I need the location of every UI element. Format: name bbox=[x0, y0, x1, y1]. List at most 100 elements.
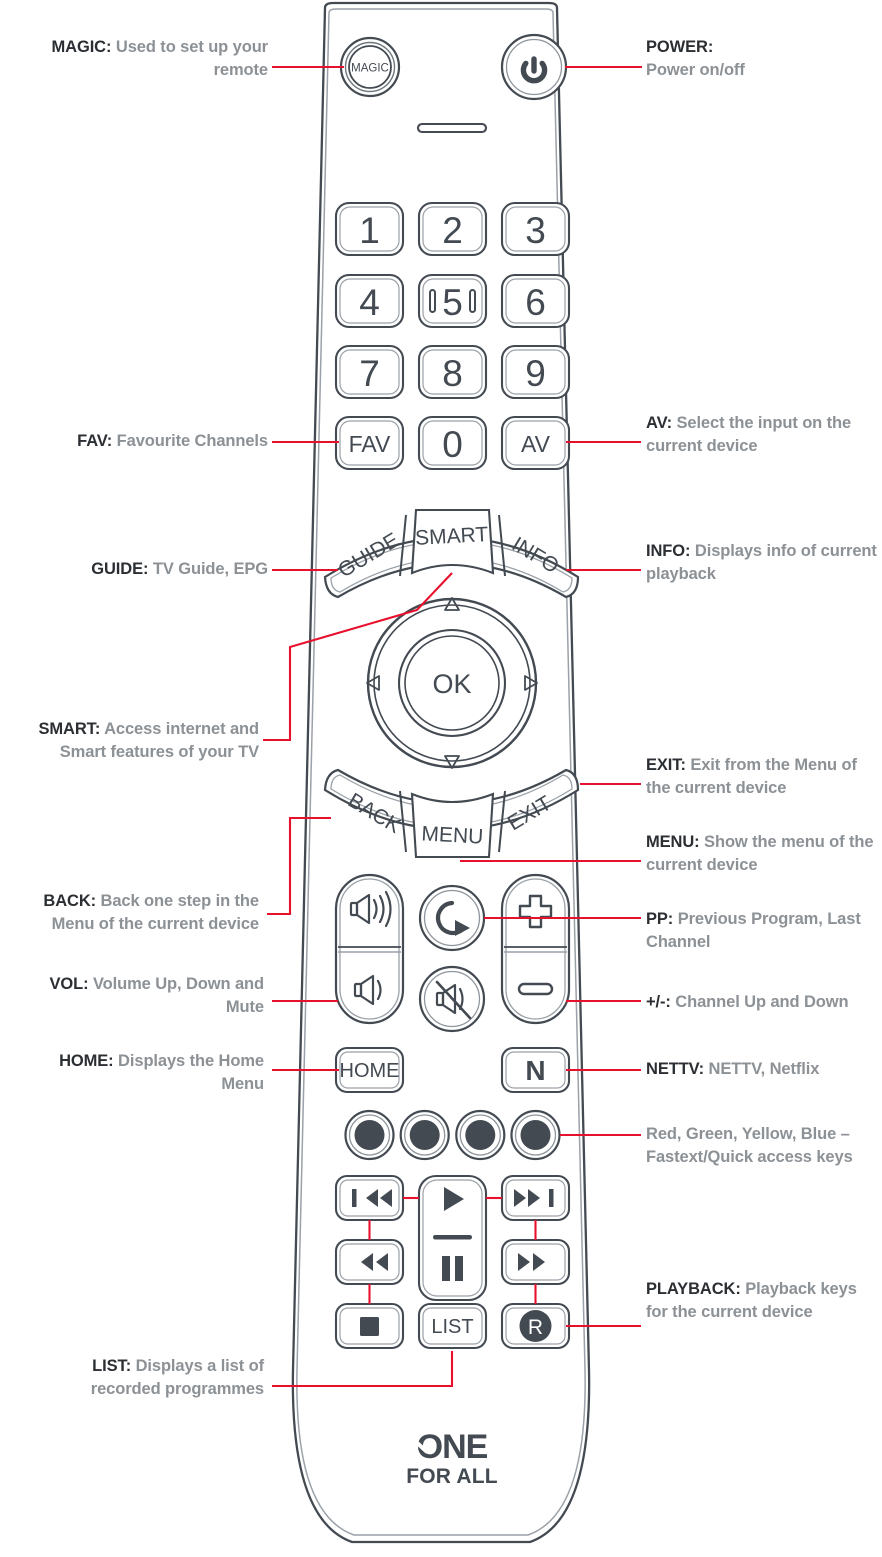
svg-text:3: 3 bbox=[525, 210, 546, 251]
leader-smart bbox=[263, 572, 453, 742]
dpad-up[interactable] bbox=[444, 597, 460, 611]
key-home[interactable]: HOME bbox=[334, 1046, 405, 1094]
prev-icon bbox=[352, 1189, 392, 1207]
key-rewind[interactable] bbox=[334, 1238, 405, 1286]
callout-magic-keyword: MAGIC: bbox=[51, 38, 112, 56]
fastforward-icon bbox=[518, 1253, 545, 1271]
key-1[interactable]: 1 bbox=[334, 201, 405, 257]
callout-smart: SMART: Access internet and Smart feature… bbox=[14, 718, 259, 765]
stop-icon bbox=[360, 1317, 379, 1336]
callout-home-keyword: HOME: bbox=[59, 1052, 114, 1070]
svg-text:8: 8 bbox=[442, 353, 463, 394]
dpad-down[interactable] bbox=[444, 755, 460, 769]
dpad-right[interactable] bbox=[524, 675, 538, 691]
key-0[interactable]: 0 bbox=[417, 415, 488, 471]
key-6[interactable]: 6 bbox=[500, 273, 571, 329]
callout-plusminus: +/-: Channel Up and Down bbox=[646, 991, 882, 1014]
callout-fav-keyword: FAV: bbox=[77, 432, 113, 450]
volume-up-icon bbox=[349, 890, 392, 928]
key-2[interactable]: 2 bbox=[417, 201, 488, 257]
ir-window bbox=[416, 122, 488, 134]
logo-one: ONE bbox=[417, 1428, 488, 1466]
callout-home-text: Displays the Home Menu bbox=[113, 1052, 264, 1094]
callout-nettv: NETTV: NETTV, Netflix bbox=[646, 1058, 878, 1081]
callout-list: LIST: Displays a list of recorded progra… bbox=[20, 1355, 264, 1402]
key-colour-blue[interactable] bbox=[510, 1109, 561, 1161]
key-mute[interactable] bbox=[418, 965, 486, 1033]
svg-text:1: 1 bbox=[359, 210, 380, 251]
key-record-label: R bbox=[528, 1316, 543, 1339]
callout-smart-keyword: SMART: bbox=[38, 720, 101, 738]
key-3[interactable]: 3 bbox=[500, 201, 571, 257]
brand-logo: ONE FOR ALL bbox=[406, 1428, 498, 1488]
volume-down-icon bbox=[353, 974, 382, 1006]
key-8[interactable]: 8 bbox=[417, 344, 488, 400]
key-record[interactable]: R bbox=[500, 1302, 571, 1350]
svg-text:0: 0 bbox=[442, 424, 463, 465]
callout-nettv-text: NETTV, Netflix bbox=[704, 1060, 820, 1078]
colour-keys bbox=[344, 1109, 561, 1161]
key-4[interactable]: 4 bbox=[334, 273, 405, 329]
key-list[interactable]: LIST bbox=[417, 1302, 488, 1350]
key-channel-rocker[interactable] bbox=[500, 873, 571, 1025]
key-list-label: LIST bbox=[431, 1316, 473, 1338]
key-nettv-label: N bbox=[525, 1055, 545, 1086]
key-prev[interactable] bbox=[334, 1174, 405, 1222]
callout-av-keyword: AV: bbox=[646, 414, 672, 432]
svg-text:7: 7 bbox=[359, 353, 380, 394]
key-colour-yellow[interactable] bbox=[455, 1109, 506, 1161]
key-colour-green[interactable] bbox=[399, 1109, 450, 1161]
key-menu-label: MENU bbox=[421, 822, 484, 848]
key-magic-label: MAGIC bbox=[351, 63, 389, 75]
callout-colourkeys: Red, Green, Yellow, Blue – Fastext/Quick… bbox=[646, 1123, 880, 1170]
key-fav[interactable]: FAV bbox=[334, 415, 405, 471]
callout-menu-keyword: MENU: bbox=[646, 833, 700, 851]
callout-back-text: Back one step in the Menu of the current… bbox=[51, 892, 259, 934]
dpad: OK bbox=[366, 597, 538, 769]
callout-info: INFO: Displays info of current playback bbox=[646, 540, 878, 587]
key-next[interactable] bbox=[500, 1174, 571, 1222]
callout-power-keyword: POWER: bbox=[646, 38, 714, 56]
callout-pp-text: Previous Program, Last Channel bbox=[646, 910, 861, 952]
key-av[interactable]: AV bbox=[500, 415, 571, 471]
key-power[interactable] bbox=[500, 33, 568, 101]
svg-text:5: 5 bbox=[442, 282, 463, 323]
callout-colourkeys-text: Red, Green, Yellow, Blue – Fastext/Quick… bbox=[646, 1125, 853, 1167]
callout-vol-keyword: VOL: bbox=[49, 975, 89, 993]
callout-back-keyword: BACK: bbox=[43, 892, 97, 910]
callout-plusminus-text: Channel Up and Down bbox=[670, 993, 849, 1011]
logo-for-all: FOR ALL bbox=[406, 1465, 498, 1488]
callout-vol: VOL: Volume Up, Down and Mute bbox=[20, 973, 264, 1020]
key-nettv[interactable]: N bbox=[500, 1046, 571, 1094]
key-9[interactable]: 9 bbox=[500, 344, 571, 400]
key-home-label: HOME bbox=[340, 1060, 400, 1082]
key-5[interactable]: 5 bbox=[417, 273, 488, 329]
callout-power-text: Power on/off bbox=[646, 61, 745, 80]
key-stop[interactable] bbox=[334, 1302, 405, 1350]
svg-text:4: 4 bbox=[359, 282, 380, 323]
callout-smart-text: Access internet and Smart features of yo… bbox=[59, 720, 259, 762]
callout-pp-keyword: PP: bbox=[646, 910, 674, 928]
key-ok[interactable]: OK bbox=[406, 637, 498, 729]
key-fastforward[interactable] bbox=[500, 1238, 571, 1286]
dpad-left[interactable] bbox=[366, 675, 380, 691]
callout-magic-text: Used to set up your remote bbox=[111, 38, 268, 80]
key-pp[interactable] bbox=[418, 884, 486, 952]
callout-pp: PP: Previous Program, Last Channel bbox=[646, 908, 878, 955]
key-colour-red[interactable] bbox=[344, 1109, 395, 1161]
leader-lines bbox=[263, 65, 642, 1388]
key-play-pause[interactable] bbox=[417, 1174, 488, 1302]
key-smart-label: SMART bbox=[415, 523, 489, 550]
svg-text:6: 6 bbox=[525, 282, 546, 323]
minus-icon bbox=[517, 982, 554, 996]
callout-magic: MAGIC: Used to set up your remote bbox=[40, 36, 269, 83]
callout-list-text: Displays a list of recorded programmes bbox=[90, 1357, 264, 1399]
callout-fav-text: Favourite Channels bbox=[112, 432, 268, 450]
key-volume-rocker[interactable] bbox=[334, 873, 405, 1025]
key-7[interactable]: 7 bbox=[334, 344, 405, 400]
pause-icon bbox=[442, 1256, 463, 1281]
keypad: 1 2 3 4 5 bbox=[334, 201, 571, 471]
key-magic[interactable]: MAGIC bbox=[339, 36, 401, 98]
